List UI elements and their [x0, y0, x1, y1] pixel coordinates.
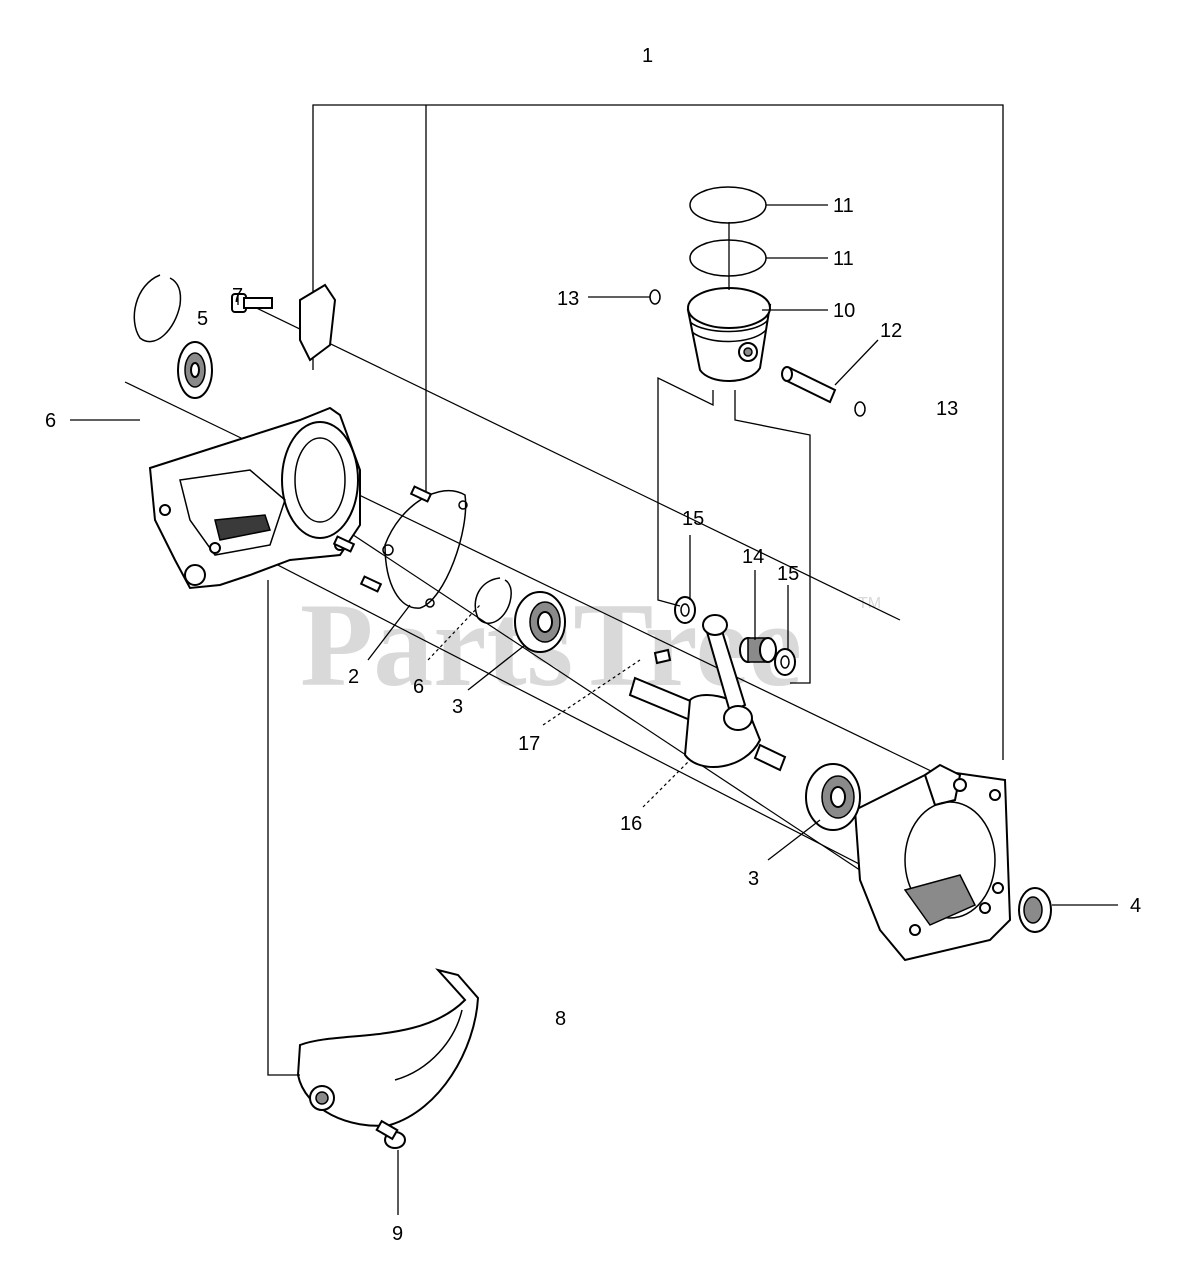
- callout-1: 1: [642, 45, 653, 67]
- washer-right: [774, 648, 796, 676]
- piston-circlip-right: [854, 401, 866, 417]
- callout-8: 8: [555, 1008, 566, 1030]
- callout-14: 14: [742, 546, 764, 568]
- piston-ring-lower: [689, 239, 767, 277]
- seal-left: [177, 341, 213, 399]
- callout-13-right: 13: [936, 398, 958, 420]
- callout-15-right: 15: [777, 563, 799, 585]
- clutch-cover: [296, 968, 480, 1127]
- callout-4: 4: [1130, 895, 1141, 917]
- washer-left: [674, 596, 696, 624]
- crankcase-left-half: [148, 283, 361, 590]
- assembly-bracket: [312, 104, 1004, 760]
- circlip-middle: [474, 577, 512, 624]
- callout-15-left: 15: [682, 508, 704, 530]
- circlip-left: [133, 274, 182, 343]
- callout-9: 9: [392, 1223, 403, 1245]
- callout-17: 17: [518, 733, 540, 755]
- callout-11-upper: 11: [833, 195, 854, 217]
- piston: [686, 287, 772, 382]
- callout-3-right: 3: [748, 868, 759, 890]
- callout-10: 10: [833, 300, 855, 322]
- callout-6-middle: 6: [413, 676, 424, 698]
- callout-12: 12: [880, 320, 902, 342]
- leader-lines: [70, 204, 1118, 1215]
- needle-bearing: [739, 637, 777, 663]
- piston-bracket: [657, 376, 811, 684]
- callouts: 1 2 3 3 4 5 6 6 7 8 9 10 11 11 12 13 13 …: [45, 45, 1141, 1245]
- crankcase-right-half: [853, 763, 1012, 962]
- piston-pin: [781, 366, 837, 404]
- callout-13-left: 13: [557, 288, 579, 310]
- callout-6-left: 6: [45, 410, 56, 432]
- callout-2: 2: [348, 666, 359, 688]
- dowel-pins: [332, 485, 433, 593]
- callout-16: 16: [620, 813, 642, 835]
- callout-7: 7: [232, 285, 243, 307]
- screw: [231, 293, 273, 313]
- callout-3-left: 3: [452, 696, 463, 718]
- bearing-right: [805, 763, 861, 831]
- cover-screw: [375, 1119, 406, 1149]
- seal-right: [1018, 887, 1052, 933]
- piston-ring-upper: [689, 186, 767, 224]
- bearing-left: [514, 591, 566, 653]
- callout-5: 5: [197, 308, 208, 330]
- crankshaft: [628, 614, 787, 772]
- callout-11-lower: 11: [833, 248, 854, 270]
- key: [653, 648, 672, 665]
- cover-bracket: [267, 580, 300, 1076]
- piston-circlip-left: [649, 289, 661, 305]
